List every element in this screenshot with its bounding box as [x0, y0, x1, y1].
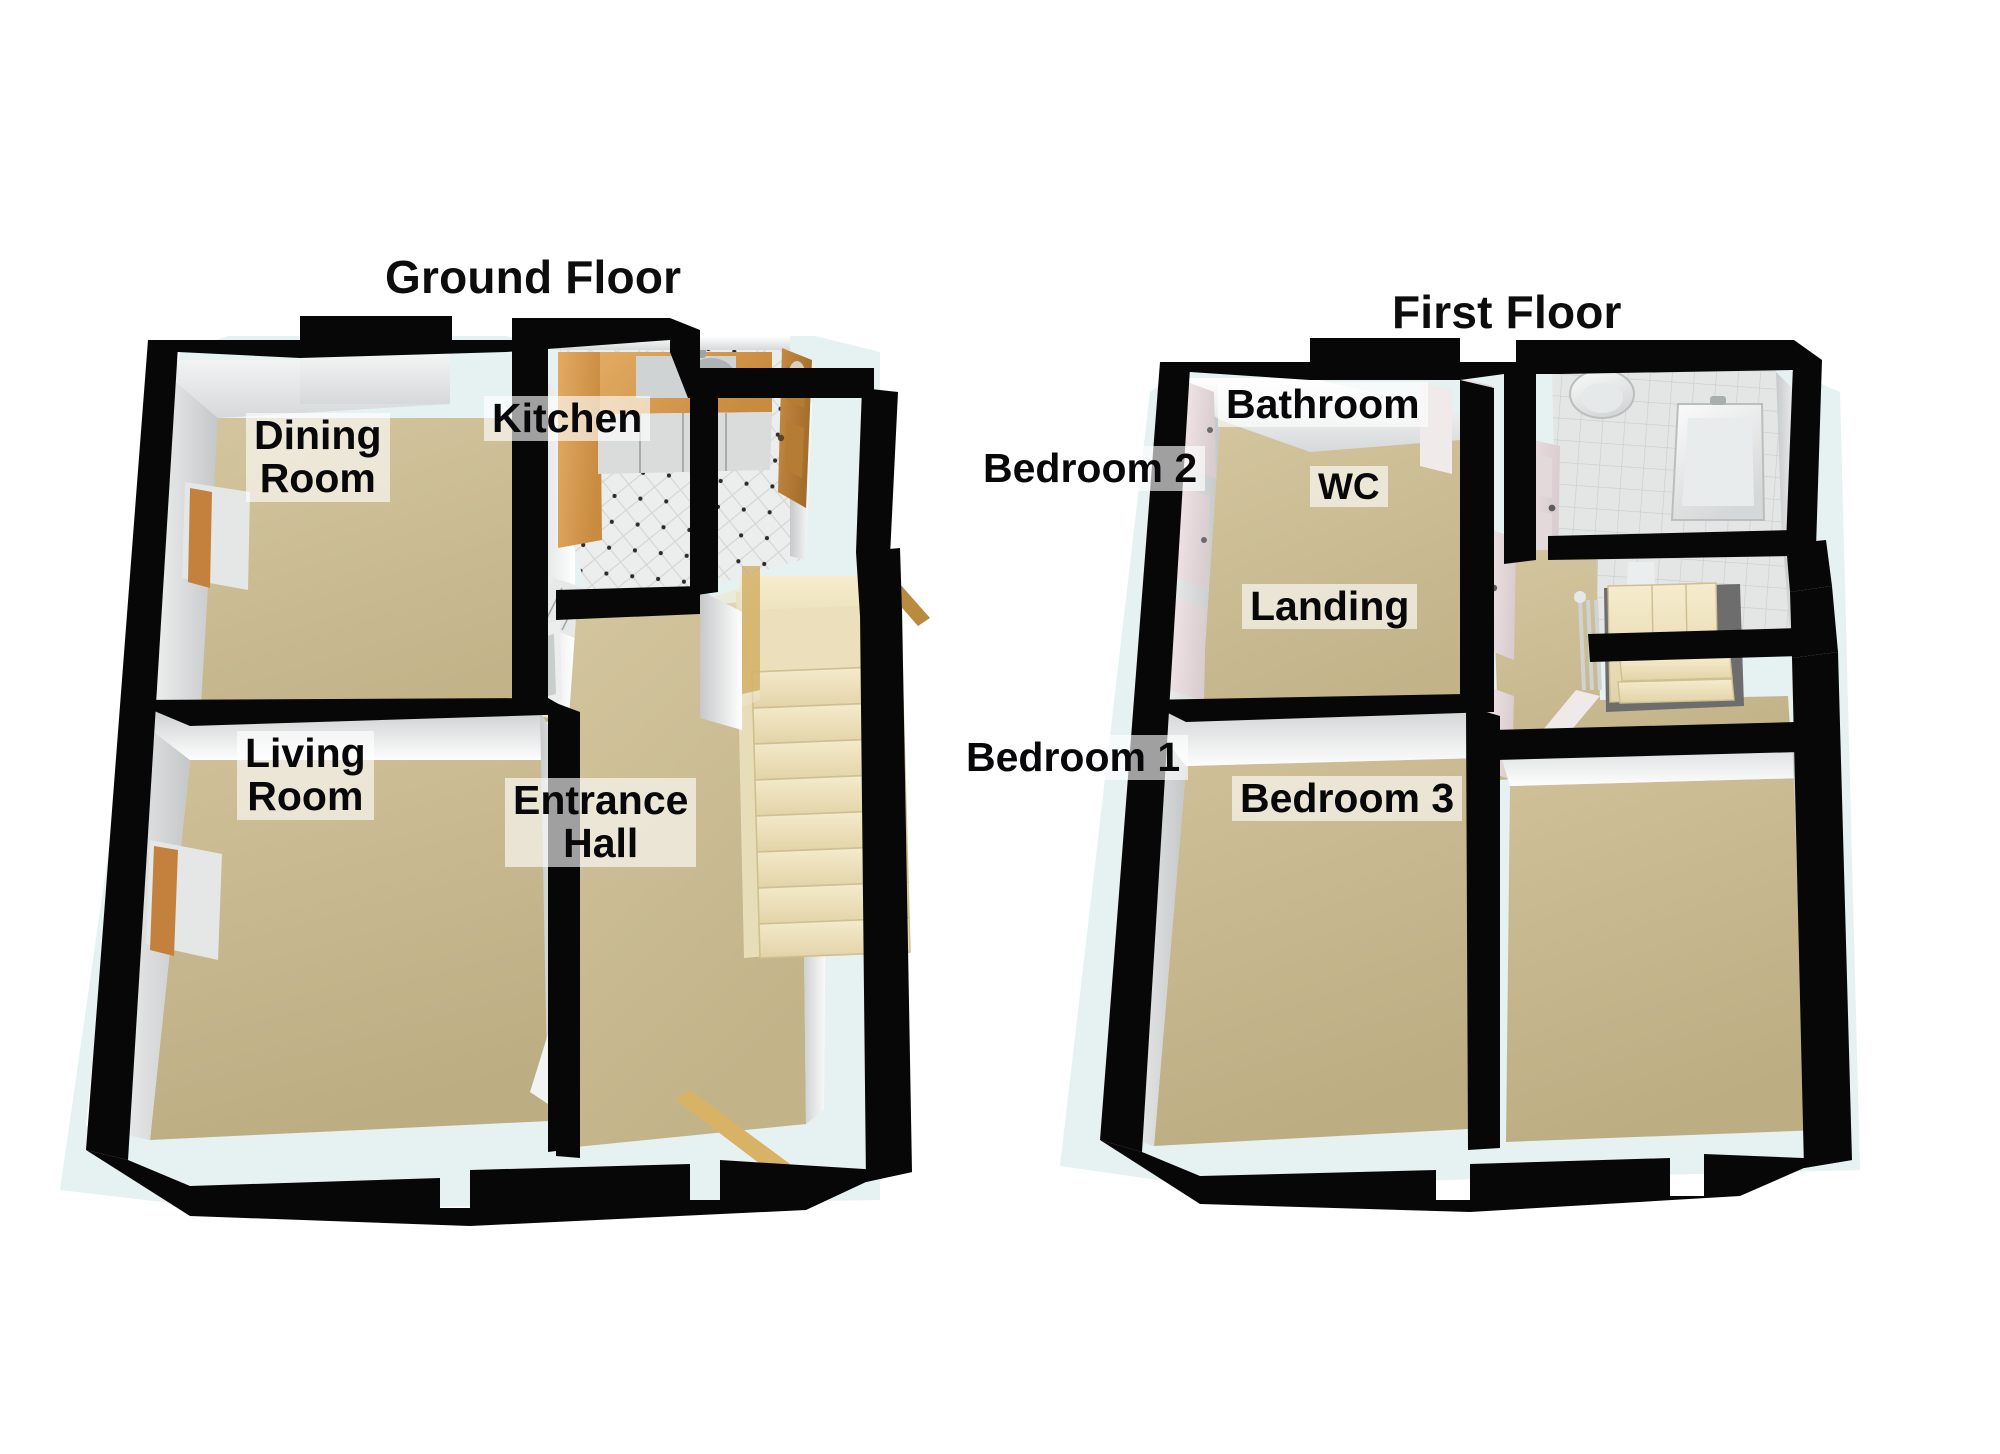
wash-basin-bowl [1581, 383, 1623, 413]
gf-internal-wall-kitchen-bottom [556, 586, 700, 620]
first-floor-title: First Floor [1392, 286, 1622, 338]
wardrobe-handle-1 [1207, 427, 1213, 433]
living-label-line-1: Living [245, 730, 366, 776]
room-label-entrance-hall: Entrance Hall [505, 777, 697, 867]
stair-newel-post [742, 566, 760, 694]
ff-internal-wall-bed2-right [1460, 380, 1494, 712]
bedroom2-label-line-1: Bedroom 2 [983, 445, 1198, 491]
gf-internal-wall-kitchen-side [690, 392, 718, 596]
first-floor-group [1060, 338, 1860, 1212]
ff-internal-wall-landing-left [1466, 706, 1500, 1150]
hall-label-line-2: Hall [563, 820, 639, 867]
wc-label-line-1: WC [1318, 466, 1380, 507]
hall-threshold-strip [676, 1090, 790, 1176]
front-door-handle [777, 434, 785, 442]
understair-wall [700, 590, 742, 730]
front-door-panel-lower [785, 420, 804, 478]
living-room-floor [150, 760, 570, 1140]
bedroom-2-floor [1200, 420, 1494, 722]
balustrade-newel-cap [1574, 591, 1586, 603]
bathroom-door-handle [1548, 504, 1556, 512]
ff-internal-wall-bed3-top [1492, 722, 1800, 760]
ff-wall-top-right [1560, 340, 1794, 374]
bedroom-3-floor [1506, 778, 1820, 1142]
room-bedroom-3 [1496, 732, 1836, 1142]
ff-wall-right-lower [1792, 652, 1852, 1168]
living-label-line-2: Room [247, 773, 364, 820]
room-label-bathroom: Bathroom [1218, 381, 1428, 428]
wardrobe-door-3 [1168, 598, 1206, 700]
kitchen-label-line-1: Kitchen [492, 395, 643, 441]
bedroom-2-door-leaf-2 [1420, 382, 1452, 474]
wardrobe-door-2 [1174, 486, 1210, 588]
room-label-bedroom-2: Bedroom 2 [975, 445, 1206, 492]
room-label-bedroom-1: Bedroom 1 [958, 734, 1189, 781]
room-label-landing: Landing [1242, 583, 1418, 630]
wardrobe-handle-2 [1201, 537, 1207, 543]
bedroom1-label-line-1: Bedroom 1 [966, 734, 1181, 780]
bedroom-1-floor [1154, 758, 1486, 1146]
gf-wall-bottom [86, 1150, 912, 1226]
room-label-dining-room: Dining Room [246, 413, 390, 502]
room-label-kitchen: Kitchen [484, 395, 651, 442]
room-landing [1484, 528, 1792, 780]
hall-label-line-1: Entrance [513, 777, 689, 823]
ground-floor-title: Ground Floor [385, 251, 682, 303]
room-label-living-room: Living Room [237, 731, 374, 820]
gf-wall-right-upper [856, 388, 898, 556]
gf-wall-left [86, 340, 178, 1160]
ff-internal-wall-bathroom-left [1504, 362, 1536, 564]
bath-taps [1710, 396, 1726, 405]
ground-exterior-walls [86, 316, 912, 1226]
gf-wall-right-lower [860, 608, 912, 1182]
gf-internal-wall-hall-left [548, 700, 580, 1152]
bath-tub-inner [1682, 418, 1754, 506]
gf-door-jamb-hall [556, 1096, 580, 1158]
bathroom-label-line-1: Bathroom [1226, 381, 1420, 427]
gf-wall-top-right [670, 318, 874, 398]
ff-wall-top-left [1160, 338, 1560, 380]
bed1-wall-top-face [1142, 706, 1480, 766]
bedroom3-label-line-1: Bedroom 3 [1240, 775, 1455, 821]
ff-internal-wall-wc-bottom [1588, 628, 1802, 662]
landing-label-line-1: Landing [1250, 583, 1410, 629]
room-bedroom-2 [1142, 378, 1494, 722]
dining-radiator-panel [188, 488, 212, 588]
kitchen-worktop-left [558, 352, 602, 548]
ff-internal-wall-bathroom-bottom [1548, 530, 1796, 560]
living-radiator-panel [150, 846, 178, 956]
gf-wall-right-notch [856, 548, 902, 616]
ff-wall-bottom [1100, 1140, 1852, 1212]
room-label-bedroom-3: Bedroom 3 [1232, 775, 1463, 822]
gf-internal-wall-dining-right [512, 340, 548, 700]
dining-label-line-1: Dining [254, 412, 382, 458]
ff-wall-right-notch [1790, 586, 1838, 658]
ff-wall-right-step [1786, 540, 1832, 592]
ff-internal-wall-mid-left [1142, 694, 1492, 722]
room-label-wc: WC [1310, 466, 1388, 508]
ground-floor-group [60, 316, 930, 1226]
ff-wall-right-upper [1786, 340, 1822, 548]
gf-internal-wall-mid [128, 698, 576, 726]
dining-label-line-2: Room [259, 455, 376, 502]
